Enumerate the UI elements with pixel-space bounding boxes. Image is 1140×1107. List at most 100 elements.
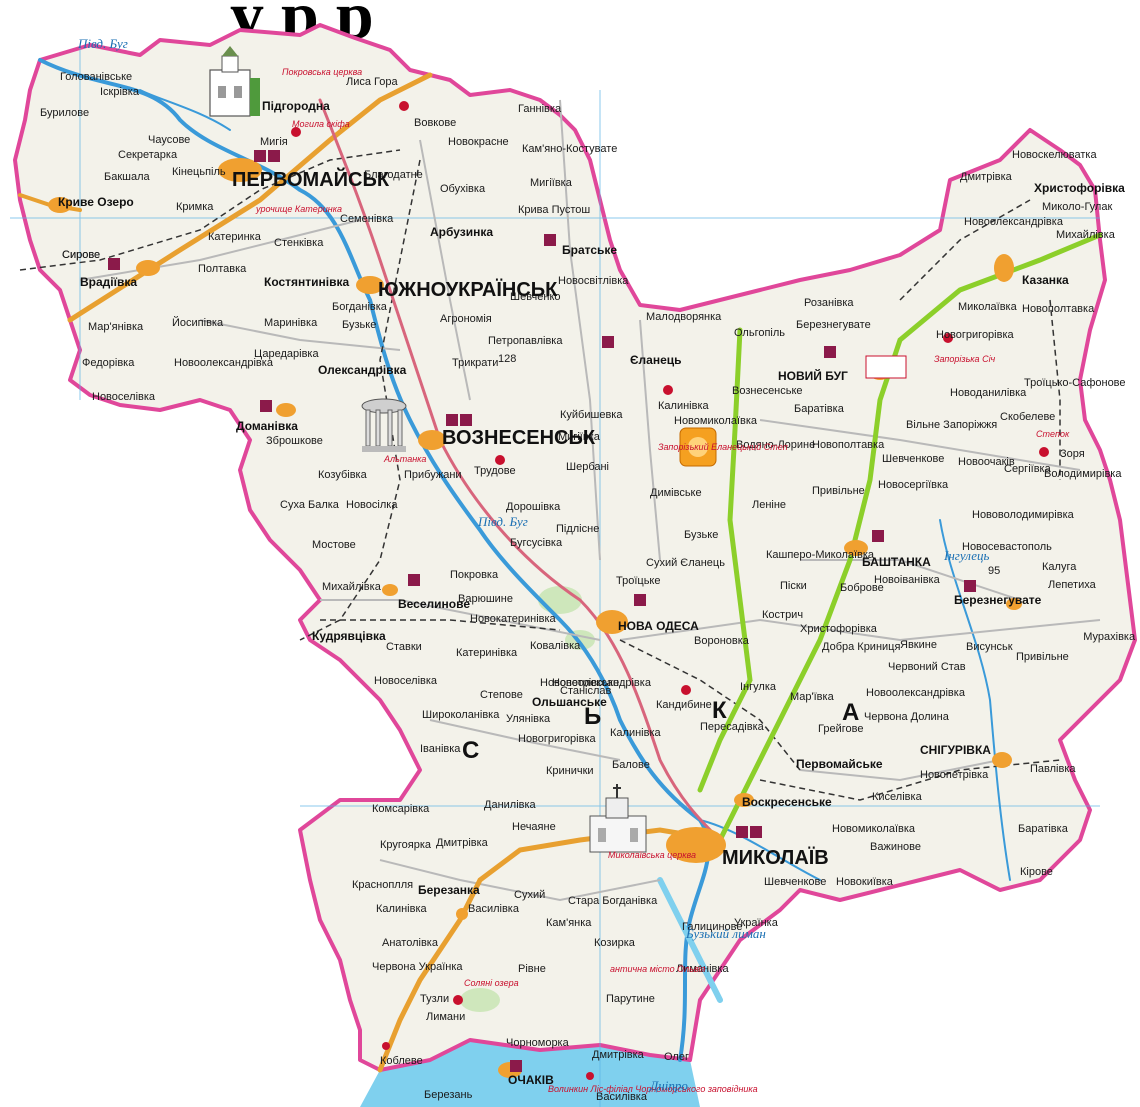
landmark-label: Альтанка: [383, 454, 426, 464]
village-label: Новосвітлівка: [558, 275, 629, 287]
village-label: Михайлівка: [1056, 229, 1116, 241]
village-label: Станіслав: [560, 685, 612, 697]
village-label: Козубівка: [318, 469, 368, 481]
town-label: НОВА ОДЕСА: [618, 619, 699, 633]
village-label: Іванівка: [420, 743, 461, 755]
village-label: Сергіївка: [1004, 463, 1052, 475]
village-label: Кам'янка: [546, 917, 592, 929]
village-label: Зброшкове: [266, 435, 323, 447]
village-label: Дмитрівка: [436, 837, 489, 849]
village-label: Новокрасне: [448, 136, 509, 148]
village-label: Явкине: [900, 639, 937, 651]
city-label: ВОЗНЕСЕНСЬК: [442, 427, 596, 449]
village-label: Троїцьке: [616, 575, 660, 587]
village-label: Інгулка: [740, 681, 777, 693]
village-label: Новополтавка: [812, 439, 885, 451]
village-label: Привільне: [1016, 651, 1069, 663]
village-label: Кострич: [762, 609, 803, 621]
village-label: Сирове: [62, 249, 100, 261]
city-label: ПЕРВОМАЙСЬК: [232, 167, 390, 191]
landmark-label: Миколаївська церква: [608, 850, 696, 860]
village-label: Розанівка: [804, 297, 854, 309]
village-label: Іскрівка: [100, 86, 140, 98]
village-label: Маринівка: [264, 317, 318, 329]
village-label: Троїцько-Сафонове: [1024, 377, 1126, 389]
village-label: Новопетрівське: [540, 677, 619, 689]
village-label: Ставки: [386, 641, 422, 653]
town-label: ОЧАКІВ: [508, 1073, 554, 1087]
elevation-label: 128: [498, 353, 516, 365]
landmark-label: Запорізька Січ: [934, 354, 996, 364]
town-label: Березнегувате: [954, 593, 1042, 607]
village-label: Куйбишевка: [560, 409, 623, 421]
village-label: Новогригорівка: [936, 329, 1015, 341]
town-label: НОВИЙ БУГ: [778, 368, 848, 383]
village-label: Добра Криниця: [822, 641, 900, 653]
village-label: Покровка: [450, 569, 499, 581]
village-label: Тузли: [420, 993, 449, 1005]
village-label: Кашперо-Миколаївка: [766, 549, 875, 561]
town-labels: Криве ОзероВрадіївкаПідгороднаАрбузинкаБ…: [58, 99, 1125, 1087]
village-label: Рівне: [518, 963, 546, 975]
archaeological-site-icons: [291, 101, 1049, 1080]
village-label: Українка: [734, 917, 779, 929]
village-label: Лепетиха: [1048, 579, 1097, 591]
village-label: Царедарівка: [254, 348, 319, 360]
village-label: Данилівка: [484, 799, 537, 811]
landmark-label: Степок: [1036, 429, 1070, 439]
village-label: Пересадівка: [700, 721, 765, 733]
village-label: Комсарівка: [372, 803, 430, 815]
village-label: Мигіївка: [558, 431, 601, 443]
village-label: Мар'янівка: [88, 321, 144, 333]
village-label: Баратівка: [794, 403, 845, 415]
village-label: Кринички: [546, 765, 594, 777]
village-label: Парутине: [606, 993, 655, 1005]
town-label: Єланець: [630, 353, 682, 367]
village-label: Балове: [612, 759, 650, 771]
village-label: Стара Богданівка: [568, 895, 658, 907]
village-label: Вільне Запоріжжя: [906, 419, 997, 431]
village-label: Шевченко: [510, 291, 561, 303]
city-areas: [48, 158, 1022, 1078]
village-label: Широколанівка: [422, 709, 500, 721]
village-label: Агрономія: [440, 313, 492, 325]
village-label: Миколаївка: [958, 301, 1018, 313]
village-label: Кінецьпіль: [172, 166, 226, 178]
region-letter: К: [712, 697, 727, 724]
village-label: Калуга: [1042, 561, 1077, 573]
village-label: Скобелеве: [1000, 411, 1055, 423]
village-label: Калинівка: [658, 400, 710, 412]
village-label: Новоселівка: [374, 675, 438, 687]
village-label: Вороновка: [694, 635, 750, 647]
town-label: Воскресенське: [742, 795, 832, 809]
river-label: Півд. Буг: [477, 514, 528, 529]
village-label: Кругоярка: [380, 839, 432, 851]
village-label: Димівське: [650, 487, 702, 499]
village-label: Лимани: [426, 1011, 465, 1023]
landmark-label: урочище Катеринка: [255, 204, 342, 214]
town-label: Арбузинка: [430, 225, 493, 239]
village-label: Новосілка: [346, 499, 398, 511]
village-label: Новосергіївка: [878, 479, 949, 491]
village-label: Сухий: [514, 889, 545, 901]
village-label: Варюшине: [458, 593, 513, 605]
town-label: Олександрівка: [318, 363, 407, 377]
nature-reserve-icon: [679, 427, 717, 467]
village-label: Березань: [424, 1089, 473, 1101]
village-label: Привільне: [812, 485, 865, 497]
village-label: Олег: [664, 1051, 689, 1063]
village-label: Семенівка: [340, 213, 394, 225]
village-label: Нововолодимирівка: [972, 509, 1075, 521]
village-label: Піски: [780, 580, 807, 592]
town-label: Ольшанське: [532, 695, 607, 709]
village-label: Сухий Єланець: [646, 557, 725, 569]
village-label: Ленінe: [752, 499, 786, 511]
town-label: Доманівка: [236, 419, 298, 433]
highways: [18, 72, 1103, 1073]
village-label: Благодатне: [364, 169, 423, 181]
village-label: Шевченкове: [764, 876, 826, 888]
village-label: Мигіївка: [530, 177, 573, 189]
village-label: Нечаяне: [512, 821, 556, 833]
village-label: Новосевастополь: [962, 541, 1052, 553]
